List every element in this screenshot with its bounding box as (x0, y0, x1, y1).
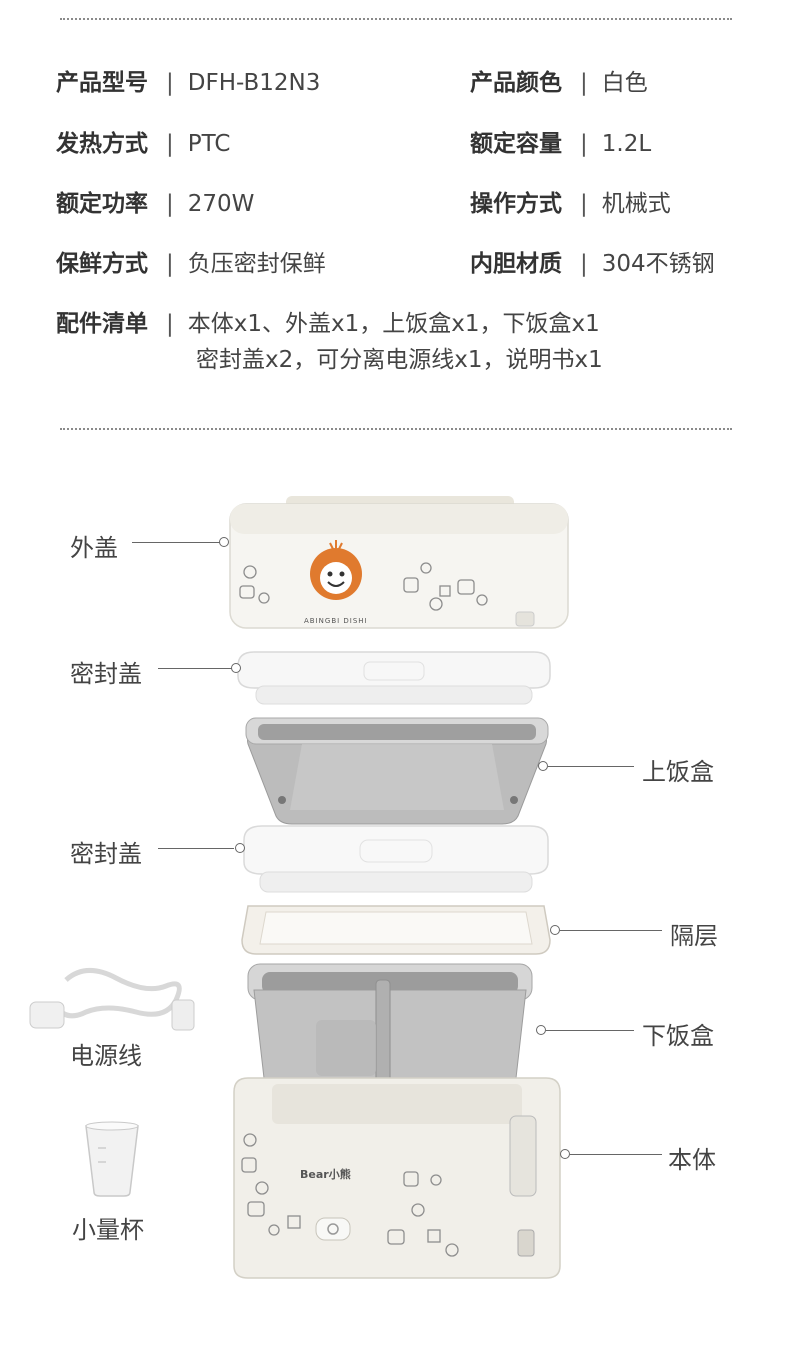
top-divider (60, 18, 732, 20)
seal-lid-1-illustration (237, 651, 551, 705)
outer-lid-illustration (229, 496, 569, 629)
measuring-cup-illustration (85, 1121, 139, 1197)
label-upper-box: 上饭盒 (642, 758, 714, 786)
spec-power: 额定功率|270W (56, 191, 255, 217)
leader-dot (550, 925, 560, 935)
spec-liner: 内胆材质|304不锈钢 (470, 251, 715, 277)
spec-label: 额定容量 (470, 131, 562, 157)
main-body-illustration (233, 1077, 561, 1279)
section-divider (60, 428, 732, 430)
leader-line (132, 542, 220, 543)
spec-preservation: 保鲜方式|负压密封保鲜 (56, 251, 326, 277)
spec-value: 白色 (601, 70, 648, 96)
label-power-cord: 电源线 (70, 1042, 142, 1070)
brand-text: Bear小熊 (300, 1168, 351, 1181)
spec-accessories-line2: 密封盖x2，可分离电源线x1，说明书x1 (196, 347, 603, 373)
leader-line (546, 1030, 634, 1031)
spec-label: 内胆材质 (470, 251, 562, 277)
spec-label: 配件清单 (56, 311, 148, 337)
spec-value: 270W (187, 191, 255, 217)
spec-value: 负压密封保鲜 (187, 251, 326, 277)
label-outer-lid: 外盖 (70, 534, 118, 562)
leader-dot (560, 1149, 570, 1159)
leader-dot (231, 663, 241, 673)
spec-label: 产品型号 (56, 70, 148, 96)
label-seal-lid-2: 密封盖 (70, 840, 142, 868)
leader-line (570, 1154, 662, 1155)
label-seal-lid-1: 密封盖 (70, 660, 142, 688)
leader-dot (235, 843, 245, 853)
spec-value: 304不锈钢 (601, 251, 715, 277)
leader-line (158, 668, 232, 669)
spec-label: 产品颜色 (470, 70, 562, 96)
label-body: 本体 (668, 1146, 716, 1174)
seal-lid-2-illustration (243, 825, 549, 893)
spec-model: 产品型号|DFH-B12N3 (56, 70, 321, 96)
spec-capacity: 额定容量|1.2L (470, 131, 652, 157)
lower-box-illustration (247, 963, 533, 1091)
spec-label: 额定功率 (56, 191, 148, 217)
leader-line (158, 848, 234, 849)
spec-label: 发热方式 (56, 131, 148, 157)
spec-operation: 操作方式|机械式 (470, 191, 671, 217)
label-measuring-cup: 小量杯 (72, 1216, 144, 1244)
upper-box-illustration (245, 717, 549, 825)
leader-line (560, 930, 662, 931)
power-cord-illustration (29, 968, 195, 1031)
leader-line (548, 766, 634, 767)
spec-value: 1.2L (601, 131, 652, 157)
label-divider: 隔层 (670, 922, 718, 950)
divider-tray-illustration (241, 905, 551, 955)
leader-dot (538, 761, 548, 771)
spec-heating: 发热方式|PTC (56, 131, 231, 157)
spec-color: 产品颜色|白色 (470, 70, 648, 96)
label-lower-box: 下饭盒 (642, 1022, 714, 1050)
spec-value: 机械式 (601, 191, 671, 217)
leader-dot (536, 1025, 546, 1035)
leader-dot (219, 537, 229, 547)
spec-value: 本体x1、外盖x1，上饭盒x1，下饭盒x1 (187, 311, 600, 337)
spec-label: 操作方式 (470, 191, 562, 217)
spec-label: 保鲜方式 (56, 251, 148, 277)
product-logo-text: ABINGBI DISHI (304, 617, 368, 625)
spec-value: PTC (187, 131, 231, 157)
spec-accessories: 配件清单|本体x1、外盖x1，上饭盒x1，下饭盒x1 (56, 311, 600, 337)
spec-value: DFH-B12N3 (187, 70, 321, 96)
